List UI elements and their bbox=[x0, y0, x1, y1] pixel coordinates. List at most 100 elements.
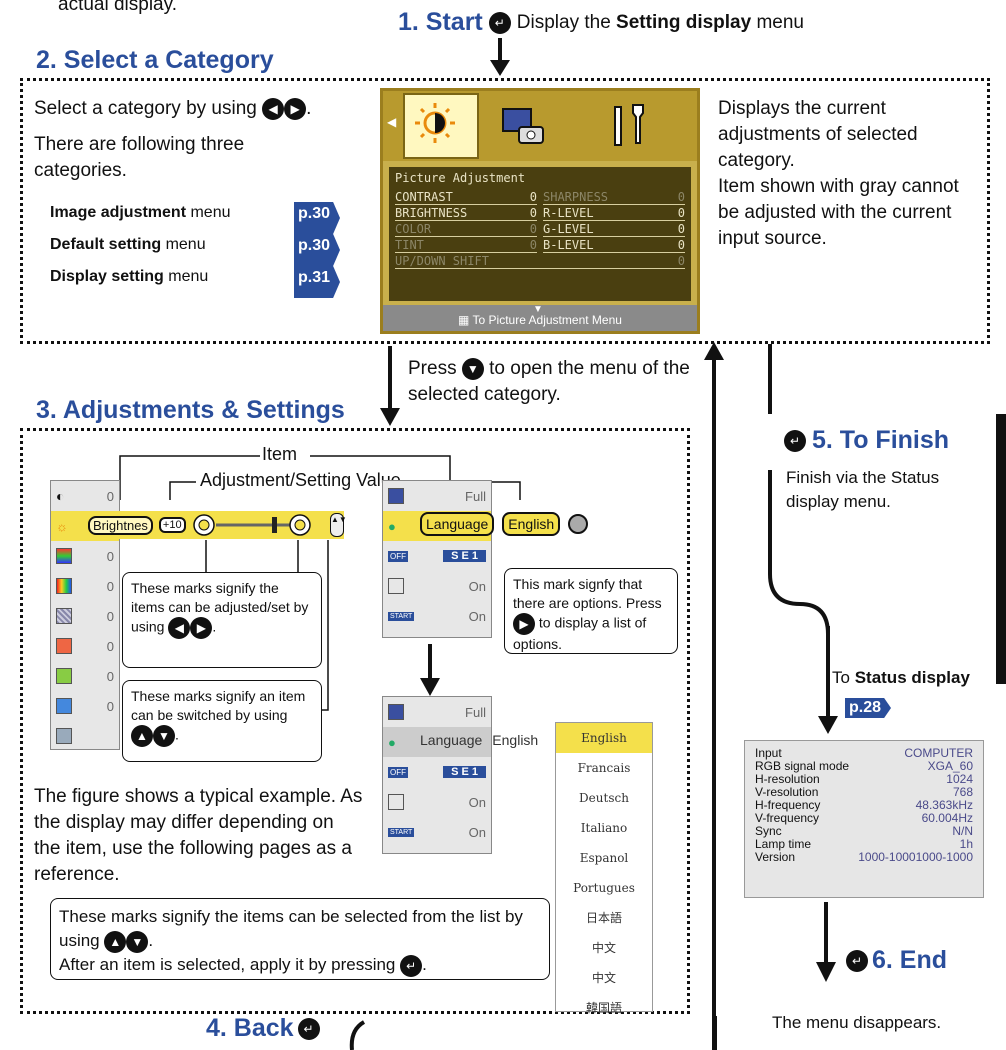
menu-row[interactable]: ◐0 bbox=[51, 481, 119, 511]
language-row[interactable]: ● bbox=[383, 727, 491, 757]
status-page-ref: p.28 bbox=[845, 698, 892, 718]
red-level-icon bbox=[56, 638, 72, 654]
se1-value: S E 1 bbox=[443, 550, 486, 562]
language-option[interactable]: Portugues bbox=[573, 881, 635, 895]
language-option[interactable]: Italiano bbox=[580, 821, 628, 835]
language-option[interactable]: Deutsch bbox=[579, 791, 629, 805]
osd-tab-bar: ◀ bbox=[383, 91, 697, 161]
to-status-pre: To bbox=[832, 668, 855, 687]
apply-text: After an item is selected, apply it by p… bbox=[59, 955, 396, 974]
page-ref-tag[interactable]: p.28 bbox=[845, 698, 892, 718]
menu-row[interactable]: On bbox=[383, 571, 491, 601]
options-callout-text: This mark signfy that there are options. bbox=[513, 576, 643, 611]
language-option[interactable]: Espanol bbox=[579, 851, 629, 865]
tint-icon bbox=[56, 578, 72, 594]
tab-picture[interactable] bbox=[403, 93, 479, 159]
status-key: V-resolution bbox=[755, 785, 819, 799]
brightness-icon: ☼ bbox=[56, 518, 68, 534]
tab-left-arrow-icon: ◀ bbox=[387, 115, 397, 129]
menu-row[interactable]: On bbox=[383, 787, 491, 817]
osd-row-full: UP/DOWN SHIFT 0 bbox=[395, 253, 685, 269]
page-ref-tag[interactable]: p.30 bbox=[293, 202, 340, 234]
menu-row-value: Full bbox=[465, 488, 486, 504]
brightness-slider[interactable] bbox=[192, 513, 324, 537]
category-item: Image adjustment menu p.30 bbox=[50, 202, 340, 234]
shift-icon bbox=[56, 728, 72, 744]
osd-row-value: 0 bbox=[677, 254, 685, 268]
tab-default-setting[interactable] bbox=[501, 107, 547, 152]
page-ref-tag[interactable]: p.30 bbox=[293, 234, 340, 266]
globe-icon: ● bbox=[388, 734, 396, 750]
osd-footer[interactable]: ▼ ▦ To Picture Adjustment Menu bbox=[383, 304, 697, 331]
left-arrow-button-icon: ◀ bbox=[262, 97, 285, 120]
status-value: 1000-10001000-1000 bbox=[858, 850, 973, 864]
language-option[interactable]: 日本語 bbox=[585, 911, 622, 925]
language-option[interactable]: 韓国語 bbox=[585, 1001, 622, 1015]
language-option[interactable]: 中文 bbox=[591, 941, 616, 955]
step2-heading: 2. Select a Category bbox=[36, 46, 274, 74]
menu-row[interactable]: Full bbox=[383, 481, 491, 511]
category-box bbox=[20, 78, 990, 344]
menu-row[interactable]: Full bbox=[383, 697, 491, 727]
back-up-arrow bbox=[704, 342, 724, 1050]
osd-row-label: G-LEVEL bbox=[543, 222, 594, 236]
switch-callout-text: These marks signify an item can be switc… bbox=[131, 688, 306, 723]
menu-row-value: 0 bbox=[106, 578, 114, 594]
back-loop-line bbox=[349, 1016, 717, 1050]
menu-row[interactable]: 0 bbox=[51, 631, 119, 661]
osd-row-value: 0 bbox=[677, 206, 685, 220]
tab-display-setting[interactable] bbox=[609, 101, 649, 158]
enter-button-icon: ↵ bbox=[846, 949, 868, 972]
language-option[interactable]: English bbox=[556, 723, 652, 753]
side-tab-bar bbox=[996, 414, 1006, 684]
finish-path-line bbox=[768, 344, 830, 635]
question-icon bbox=[388, 578, 404, 594]
menu-row-value: 0 bbox=[106, 548, 114, 564]
osd-row-value: 0 bbox=[677, 222, 685, 236]
leader-lines bbox=[119, 455, 521, 500]
options-mark-icon[interactable] bbox=[568, 514, 589, 534]
select-list-callout: These marks signify the items can be sel… bbox=[50, 898, 550, 980]
brightness-row[interactable]: Brightnes +10 ▲▼ bbox=[84, 511, 347, 539]
up-down-switch-icon[interactable]: ▲▼ bbox=[330, 513, 347, 537]
page-ref-tag[interactable]: p.31 bbox=[293, 266, 340, 298]
menu-row[interactable] bbox=[51, 721, 119, 751]
enter-button-icon: ↵ bbox=[297, 1017, 320, 1040]
brightness-value: +10 bbox=[158, 517, 186, 533]
monitor-projector-icon bbox=[502, 108, 544, 144]
menu-row[interactable]: 0 bbox=[51, 541, 119, 571]
step1-row: 1. Start ↵ Display the Setting display m… bbox=[398, 8, 804, 37]
down-button-icon: ▼ bbox=[461, 357, 484, 380]
status-value: 60.004Hz bbox=[921, 811, 973, 825]
menu-row[interactable]: 0 bbox=[51, 571, 119, 601]
step4-row: 4. Back ↵ bbox=[206, 1014, 320, 1043]
language-option[interactable]: Francais bbox=[577, 761, 631, 775]
screen-size-icon bbox=[388, 704, 404, 720]
menu-row-value: On bbox=[468, 608, 486, 624]
down-arrow-icon bbox=[490, 38, 510, 76]
menu-row[interactable]: 0 bbox=[51, 691, 119, 721]
language-list: English Francais Deutsch Italiano Espano… bbox=[555, 722, 653, 1015]
menu-row-value: On bbox=[468, 824, 486, 840]
status-key: H-frequency bbox=[755, 798, 821, 812]
menu-row[interactable]: 0 bbox=[51, 661, 119, 691]
contrast-icon: ◐ bbox=[56, 488, 65, 504]
osd-row-label: UP/DOWN SHIFT bbox=[395, 254, 489, 268]
osd-row-value: 0 bbox=[529, 190, 537, 204]
language-option[interactable]: 中文 bbox=[591, 971, 616, 985]
menu-row-value: On bbox=[468, 794, 486, 810]
menu-row[interactable]: 0 bbox=[51, 601, 119, 631]
status-value: N/N bbox=[952, 824, 973, 838]
category-rest: menu bbox=[163, 268, 209, 285]
